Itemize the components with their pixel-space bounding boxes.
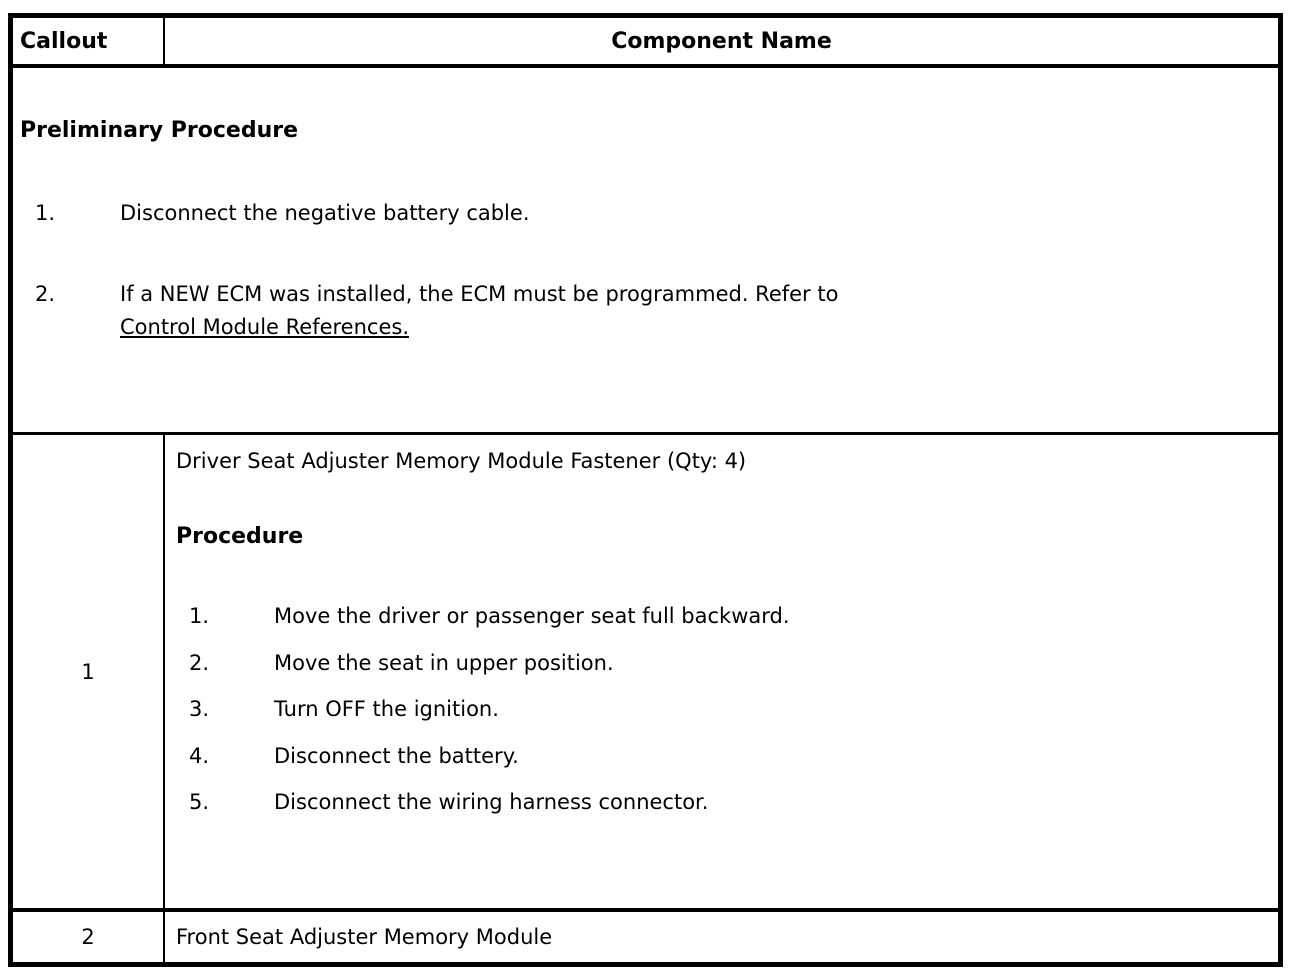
- procedure-step-1: 1. Move the driver or passenger seat ful…: [189, 600, 1258, 633]
- header-cell-component: Component Name: [165, 18, 1278, 64]
- step-text: Disconnect the negative battery cable.: [120, 201, 530, 225]
- step-number: 1.: [189, 604, 210, 628]
- preliminary-procedure-row: Preliminary Procedure 1. Disconnect the …: [13, 68, 1278, 435]
- step-number: 3.: [189, 697, 210, 721]
- component-name: Front Seat Adjuster Memory Module: [176, 924, 553, 949]
- preliminary-step-2: 2. If a NEW ECM was installed, the ECM m…: [35, 278, 1258, 344]
- procedure-steps-list: 1. Move the driver or passenger seat ful…: [176, 600, 1258, 819]
- table-row: 1 Driver Seat Adjuster Memory Module Fas…: [13, 435, 1278, 912]
- preliminary-steps-list: 1. Disconnect the negative battery cable…: [20, 197, 1258, 344]
- procedure-title: Procedure: [176, 524, 304, 549]
- step-text: Move the driver or passenger seat full b…: [274, 604, 790, 628]
- step-text-before-link: If a NEW ECM was installed, the ECM must…: [120, 282, 839, 306]
- step-number: 2.: [189, 650, 210, 675]
- step-number: 4.: [189, 743, 210, 768]
- control-module-references-link[interactable]: Control Module References: [120, 315, 403, 339]
- component-name: Driver Seat Adjuster Memory Module Faste…: [176, 449, 747, 473]
- link-wrapper: Control Module References.: [120, 315, 409, 339]
- preliminary-step-1: 1. Disconnect the negative battery cable…: [35, 197, 1258, 230]
- callout-number: 1: [81, 659, 95, 684]
- step-number: 2.: [35, 282, 56, 306]
- procedure-step-5: 5. Disconnect the wiring harness connect…: [189, 786, 1258, 819]
- preliminary-procedure-title: Preliminary Procedure: [20, 118, 299, 143]
- component-column-header: Component Name: [611, 28, 832, 54]
- header-cell-callout: Callout: [13, 18, 165, 64]
- step-text: Disconnect the battery.: [274, 743, 519, 768]
- component-cell-2: Front Seat Adjuster Memory Module: [165, 912, 1278, 962]
- preliminary-procedure-cell: Preliminary Procedure 1. Disconnect the …: [13, 68, 1278, 432]
- procedure-step-2: 2. Move the seat in upper position.: [189, 647, 1258, 680]
- step-text: Move the seat in upper position.: [274, 650, 614, 675]
- link-suffix: .: [402, 315, 409, 339]
- step-text: Disconnect the wiring harness connector.: [274, 790, 709, 814]
- procedure-step-3: 3. Turn OFF the ignition.: [189, 693, 1258, 726]
- callout-component-table: Callout Component Name Preliminary Proce…: [8, 13, 1283, 967]
- callout-column-header: Callout: [20, 28, 108, 54]
- step-text: If a NEW ECM was installed, the ECM must…: [120, 278, 1110, 344]
- table-header-row: Callout Component Name: [13, 18, 1278, 68]
- component-cell-1: Driver Seat Adjuster Memory Module Faste…: [165, 435, 1278, 908]
- table-row: 2 Front Seat Adjuster Memory Module: [13, 912, 1278, 962]
- step-number: 5.: [189, 790, 210, 814]
- procedure-step-4: 4. Disconnect the battery.: [189, 740, 1258, 773]
- callout-cell-2: 2: [13, 912, 165, 962]
- callout-cell-1: 1: [13, 435, 165, 908]
- callout-number: 2: [81, 925, 95, 949]
- step-text: Turn OFF the ignition.: [274, 697, 499, 721]
- step-number: 1.: [35, 201, 56, 225]
